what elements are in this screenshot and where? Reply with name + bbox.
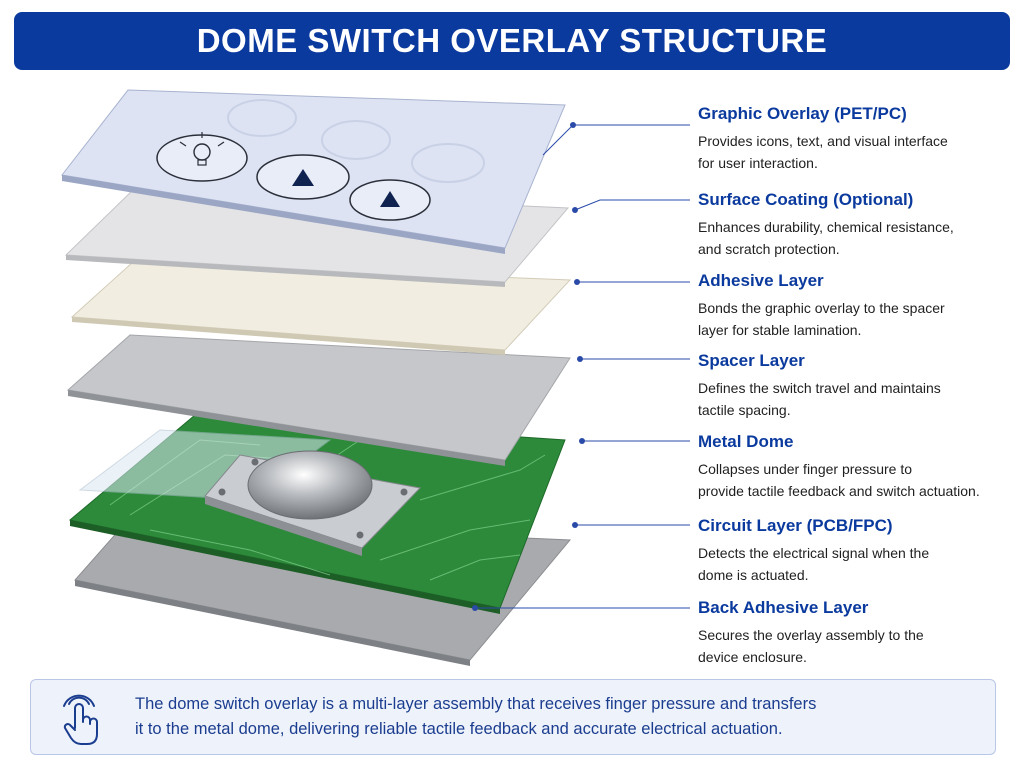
layer-desc-line-2: dome is actuated. — [698, 567, 809, 583]
layer-desc-line-1: Bonds the graphic overlay to the spacer — [698, 300, 945, 316]
layer-label-graphic-overlay: Graphic Overlay (PET/PC) Provides icons,… — [698, 104, 1016, 174]
metal-dome — [204, 450, 422, 556]
graphic-overlay-layer — [61, 89, 566, 254]
layer-desc-line-2: provide tactile feedback and switch actu… — [698, 483, 980, 499]
triangle-up-icon — [380, 191, 400, 207]
layer-name: Spacer Layer — [698, 351, 805, 370]
layer-desc-line-2: tactile spacing. — [698, 402, 791, 418]
layer-label-surface-coating: Surface Coating (Optional) Enhances dura… — [698, 190, 1016, 260]
touch-hand-icon — [63, 694, 98, 745]
layer-name: Surface Coating (Optional) — [698, 190, 914, 209]
up-arrow-button-1 — [256, 154, 350, 200]
triangle-up-icon — [292, 169, 314, 186]
layer-desc-line-1: Collapses under finger pressure to — [698, 461, 913, 477]
summary-line-2: it to the metal dome, delivering reliabl… — [135, 720, 783, 738]
layer-name: Graphic Overlay (PET/PC) — [698, 104, 907, 123]
layer-desc-line-1: Enhances durability, chemical resistance… — [698, 219, 954, 235]
leader-dots — [472, 122, 585, 611]
layer-desc-line-2: device enclosure. — [698, 649, 807, 665]
up-arrow-button-2 — [349, 179, 431, 221]
layer-name: Adhesive Layer — [698, 271, 824, 290]
layer-desc-line-1: Provides icons, text, and visual interfa… — [698, 133, 948, 149]
summary-line-1: The dome switch overlay is a multi-layer… — [135, 695, 817, 713]
layer-label-adhesive: Adhesive Layer Bonds the graphic overlay… — [698, 271, 1016, 341]
layer-name: Back Adhesive Layer — [698, 598, 869, 617]
layer-desc-line-1: Secures the overlay assembly to the — [698, 627, 924, 643]
layer-label-circuit: Circuit Layer (PCB/FPC) Detects the elec… — [698, 516, 1016, 586]
summary-box: The dome switch overlay is a multi-layer… — [30, 679, 996, 755]
light-bulb-icon — [156, 132, 248, 182]
title-banner: DOME SWITCH OVERLAY STRUCTURE — [14, 12, 1010, 70]
layer-name: Circuit Layer (PCB/FPC) — [698, 516, 893, 535]
layer-desc-line-1: Detects the electrical signal when the — [698, 545, 930, 561]
summary-text: The dome switch overlay is a multi-layer… — [135, 692, 975, 742]
layer-desc-line-2: layer for stable lamination. — [698, 322, 862, 338]
layer-label-back-adhesive: Back Adhesive Layer Secures the overlay … — [698, 598, 1016, 668]
layer-desc-line-1: Defines the switch travel and maintains — [698, 380, 941, 396]
layer-label-metal-dome: Metal Dome Collapses under finger pressu… — [698, 432, 1016, 502]
layer-name: Metal Dome — [698, 432, 794, 451]
layer-desc-line-2: and scratch protection. — [698, 241, 840, 257]
layer-label-spacer: Spacer Layer Defines the switch travel a… — [698, 351, 1016, 421]
spacer-layer — [66, 334, 571, 466]
page-title: DOME SWITCH OVERLAY STRUCTURE — [196, 22, 828, 59]
layer-desc-line-2: for user interaction. — [698, 155, 818, 171]
